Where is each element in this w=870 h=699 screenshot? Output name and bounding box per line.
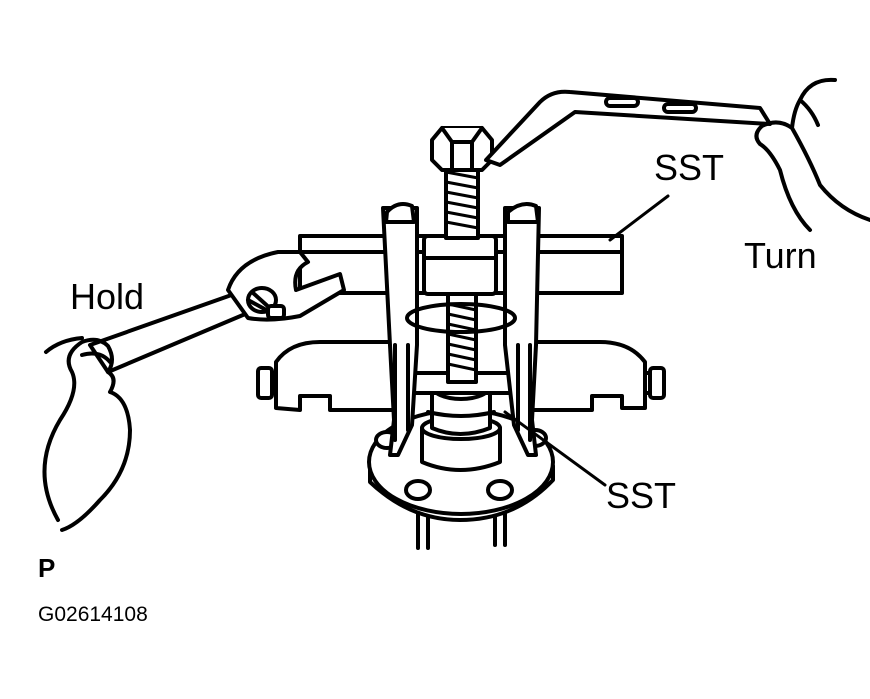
puller-jaw-left-icon [381,202,419,457]
turn-label: Turn [744,235,817,276]
figure-code: G02614108 [38,603,148,626]
hex-head-icon [430,126,494,172]
wrench-icon [88,250,346,374]
sst-top-label: SST [654,147,725,188]
p-label: P [38,553,56,583]
puller-jaw-right-icon [503,202,541,457]
hand-left-icon [42,337,132,532]
lower-frame-icon [274,340,647,412]
sst-bottom-label: SST [606,475,677,516]
hand-right-detail [798,98,820,127]
hand-left-detail [44,336,112,364]
center-screw-icon [405,160,517,384]
leader-line-sst-bottom [503,410,607,487]
hand-right-icon [754,77,870,232]
hold-label: Hold [70,276,145,317]
center-block-icon [422,234,498,296]
leader-line-sst-top [608,194,670,242]
handle-bar-icon [484,89,772,167]
